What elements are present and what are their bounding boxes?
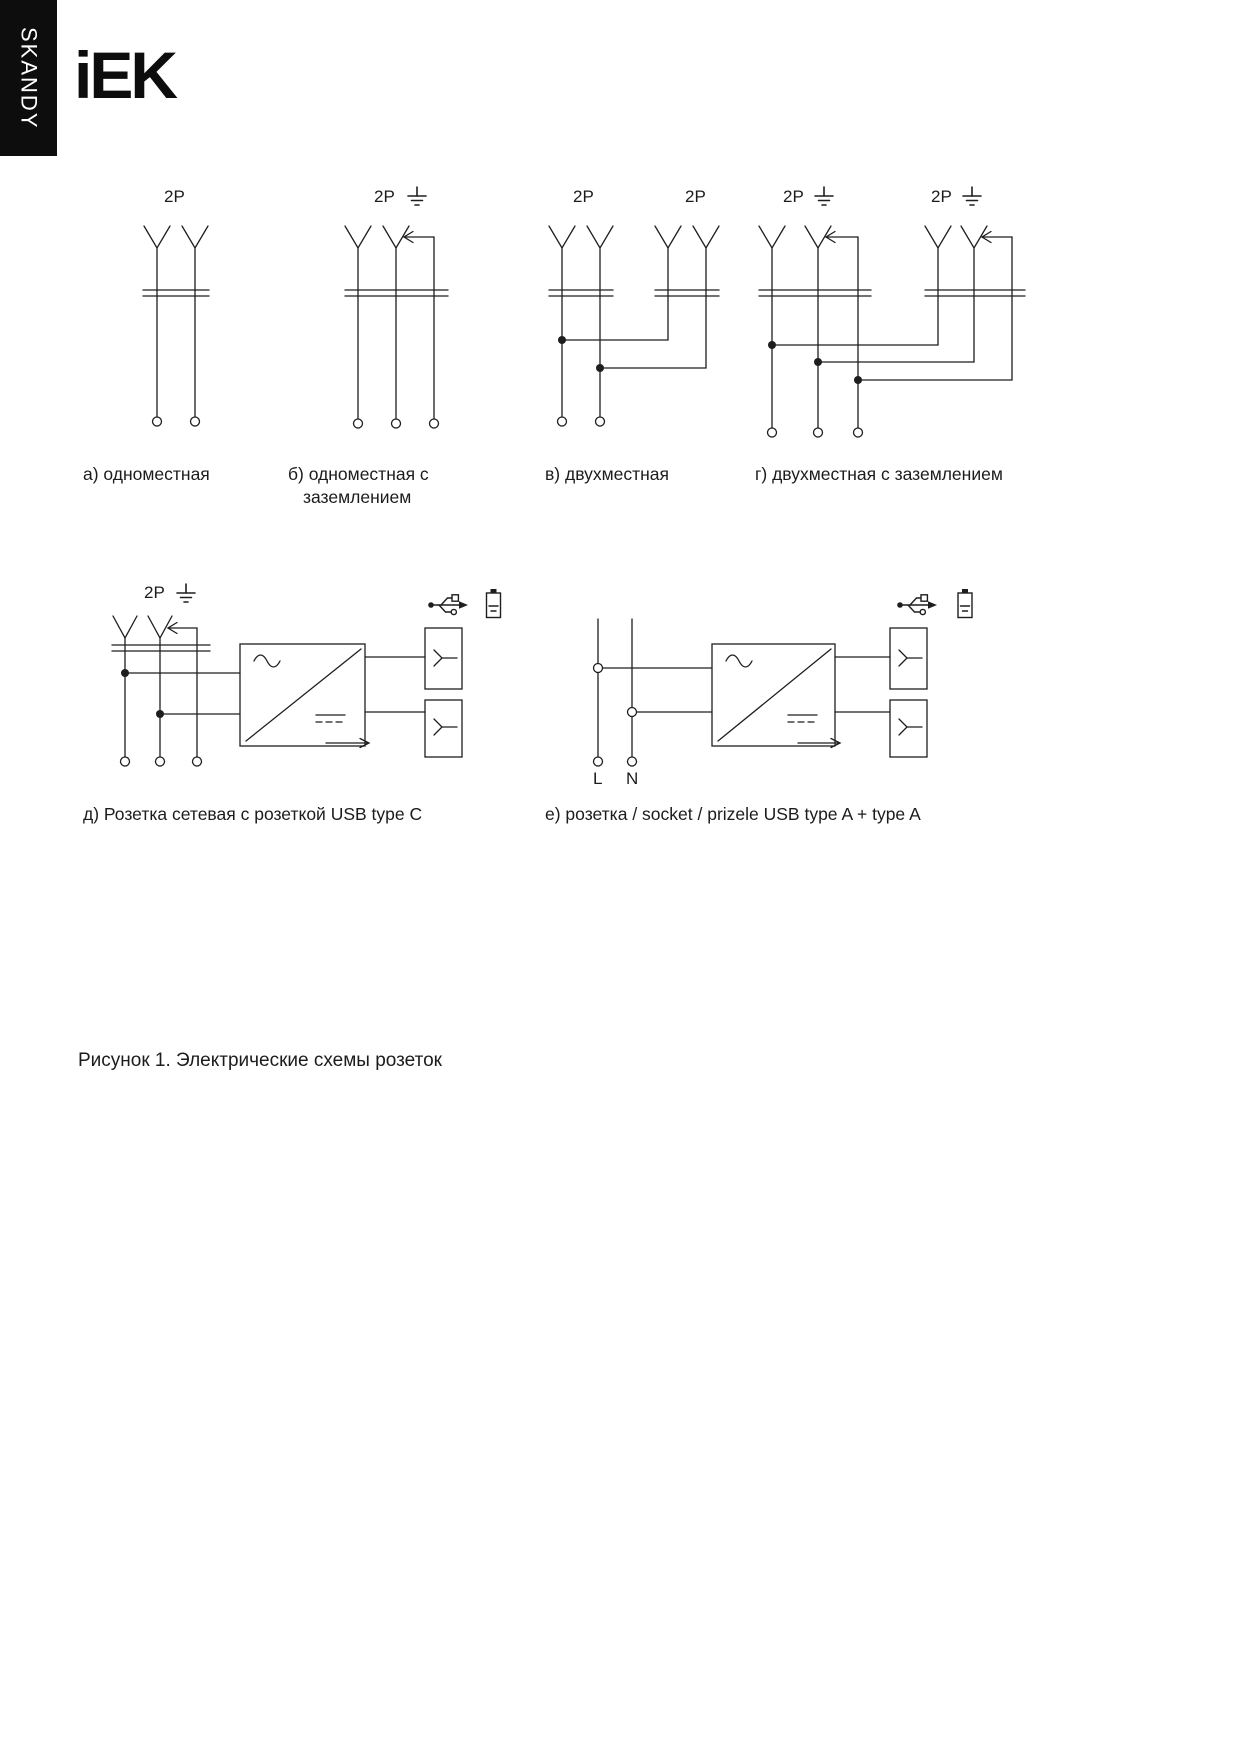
usb-output-socket-top [424, 627, 463, 690]
terminal-circles [352, 418, 440, 429]
battery-icon [957, 589, 973, 619]
socket-contacts-left-icon [758, 225, 872, 429]
schematics-artwork [111, 186, 1026, 767]
acdc-converter-box [711, 643, 842, 749]
ground-symbol-icon [176, 583, 196, 603]
diagram-b [344, 186, 449, 429]
usb-output-socket-bottom [889, 699, 928, 758]
terminal-label-l: L [593, 769, 603, 788]
caption-diagram-b-line1: б) одноместная с [288, 464, 429, 484]
caption-diagram-d: д) Розетка сетевая с розеткой USB type C [83, 804, 423, 824]
usb-icon [897, 594, 937, 616]
diagram-e [592, 589, 973, 767]
terminal-circles [119, 756, 203, 767]
acdc-converter-box [239, 643, 371, 749]
diagram-d [111, 583, 502, 767]
caption-diagram-e: е) розетка / socket / prizele USB type A… [545, 804, 921, 824]
ac-sine-icon [725, 654, 753, 668]
socket-contacts-right-icon [924, 225, 1026, 363]
supply-wires [597, 618, 713, 758]
terminal-circles [766, 427, 864, 438]
diagram-d-pole-label: 2P [144, 583, 165, 602]
earth-arrow-left-icon [824, 230, 859, 429]
caption-diagram-v: в) двухместная [545, 464, 670, 484]
terminal-circles [556, 416, 606, 427]
socket-contacts-icon [142, 225, 210, 418]
usb-icon [428, 594, 468, 616]
terminal-circles [592, 662, 638, 767]
usb-output-socket-bottom [424, 699, 463, 758]
output-wires [364, 656, 426, 713]
battery-icon [485, 589, 502, 619]
caption-diagram-g: г) двухместная с заземлением [755, 464, 1003, 484]
iek-logo: iEK [74, 38, 178, 112]
junction-dots [121, 669, 164, 718]
socket-contacts-icon [111, 615, 211, 758]
ground-symbol-icon [407, 186, 427, 206]
socket-contacts-icon [344, 225, 449, 420]
diagram-v-pole-label-right: 2P [685, 187, 706, 206]
parallel-wires [771, 344, 1013, 381]
caption-diagram-b-line2: заземлением [303, 487, 412, 507]
diagram-v-pole-label-left: 2P [573, 187, 594, 206]
earth-arrow-icon [166, 621, 198, 758]
branch-wires [124, 672, 241, 715]
diagram-g [758, 186, 1026, 438]
socket-contacts-right-icon [654, 225, 720, 369]
terminal-label-n: N [626, 769, 639, 788]
diagram-g-pole-label-right: 2P [931, 187, 952, 206]
earth-arrow-icon [402, 230, 435, 420]
usb-output-socket-top [889, 627, 928, 690]
diagram-g-pole-label-left: 2P [783, 187, 804, 206]
figure-caption: Рисунок 1. Электрические схемы розеток [78, 1050, 442, 1071]
diagram-a [142, 225, 210, 427]
ac-sine-icon [253, 654, 281, 668]
terminal-circles [151, 416, 201, 427]
caption-diagram-a: а) одноместная [83, 464, 210, 484]
junction-dots [558, 336, 604, 372]
diagram-b-pole-label: 2P [374, 187, 395, 206]
ground-symbol-right-icon [962, 186, 982, 206]
ground-symbol-left-icon [814, 186, 834, 206]
junction-dots [768, 341, 862, 384]
series-tab: SKANDY [0, 0, 57, 156]
earth-arrow-right-icon [980, 230, 1013, 381]
series-tab-label: SKANDY [16, 26, 42, 130]
socket-contacts-left-icon [548, 225, 614, 418]
output-wires [834, 656, 891, 713]
diagram-a-pole-label: 2P [164, 187, 185, 206]
parallel-wires [561, 339, 707, 369]
diagram-v [548, 225, 720, 427]
